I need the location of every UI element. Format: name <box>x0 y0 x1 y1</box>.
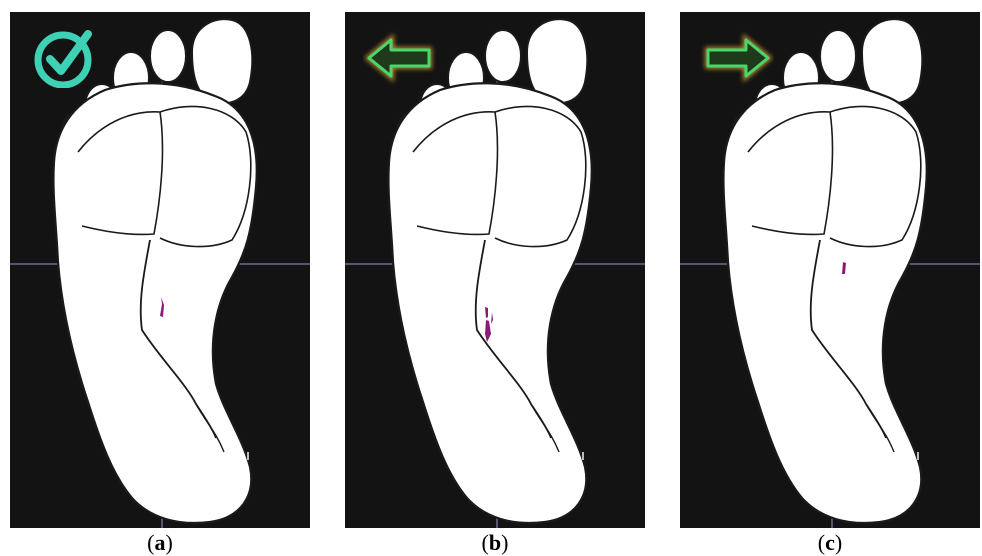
pressure-marker <box>345 12 645 528</box>
foot-panel-a <box>10 12 310 528</box>
foot-panel-b <box>345 12 645 528</box>
caption-a: (a) <box>10 530 310 556</box>
pressure-marker <box>10 12 310 528</box>
caption-b: (b) <box>345 530 645 556</box>
foot-panel-c <box>680 12 980 528</box>
caption-c: (c) <box>680 530 980 556</box>
pressure-marker <box>680 12 980 528</box>
